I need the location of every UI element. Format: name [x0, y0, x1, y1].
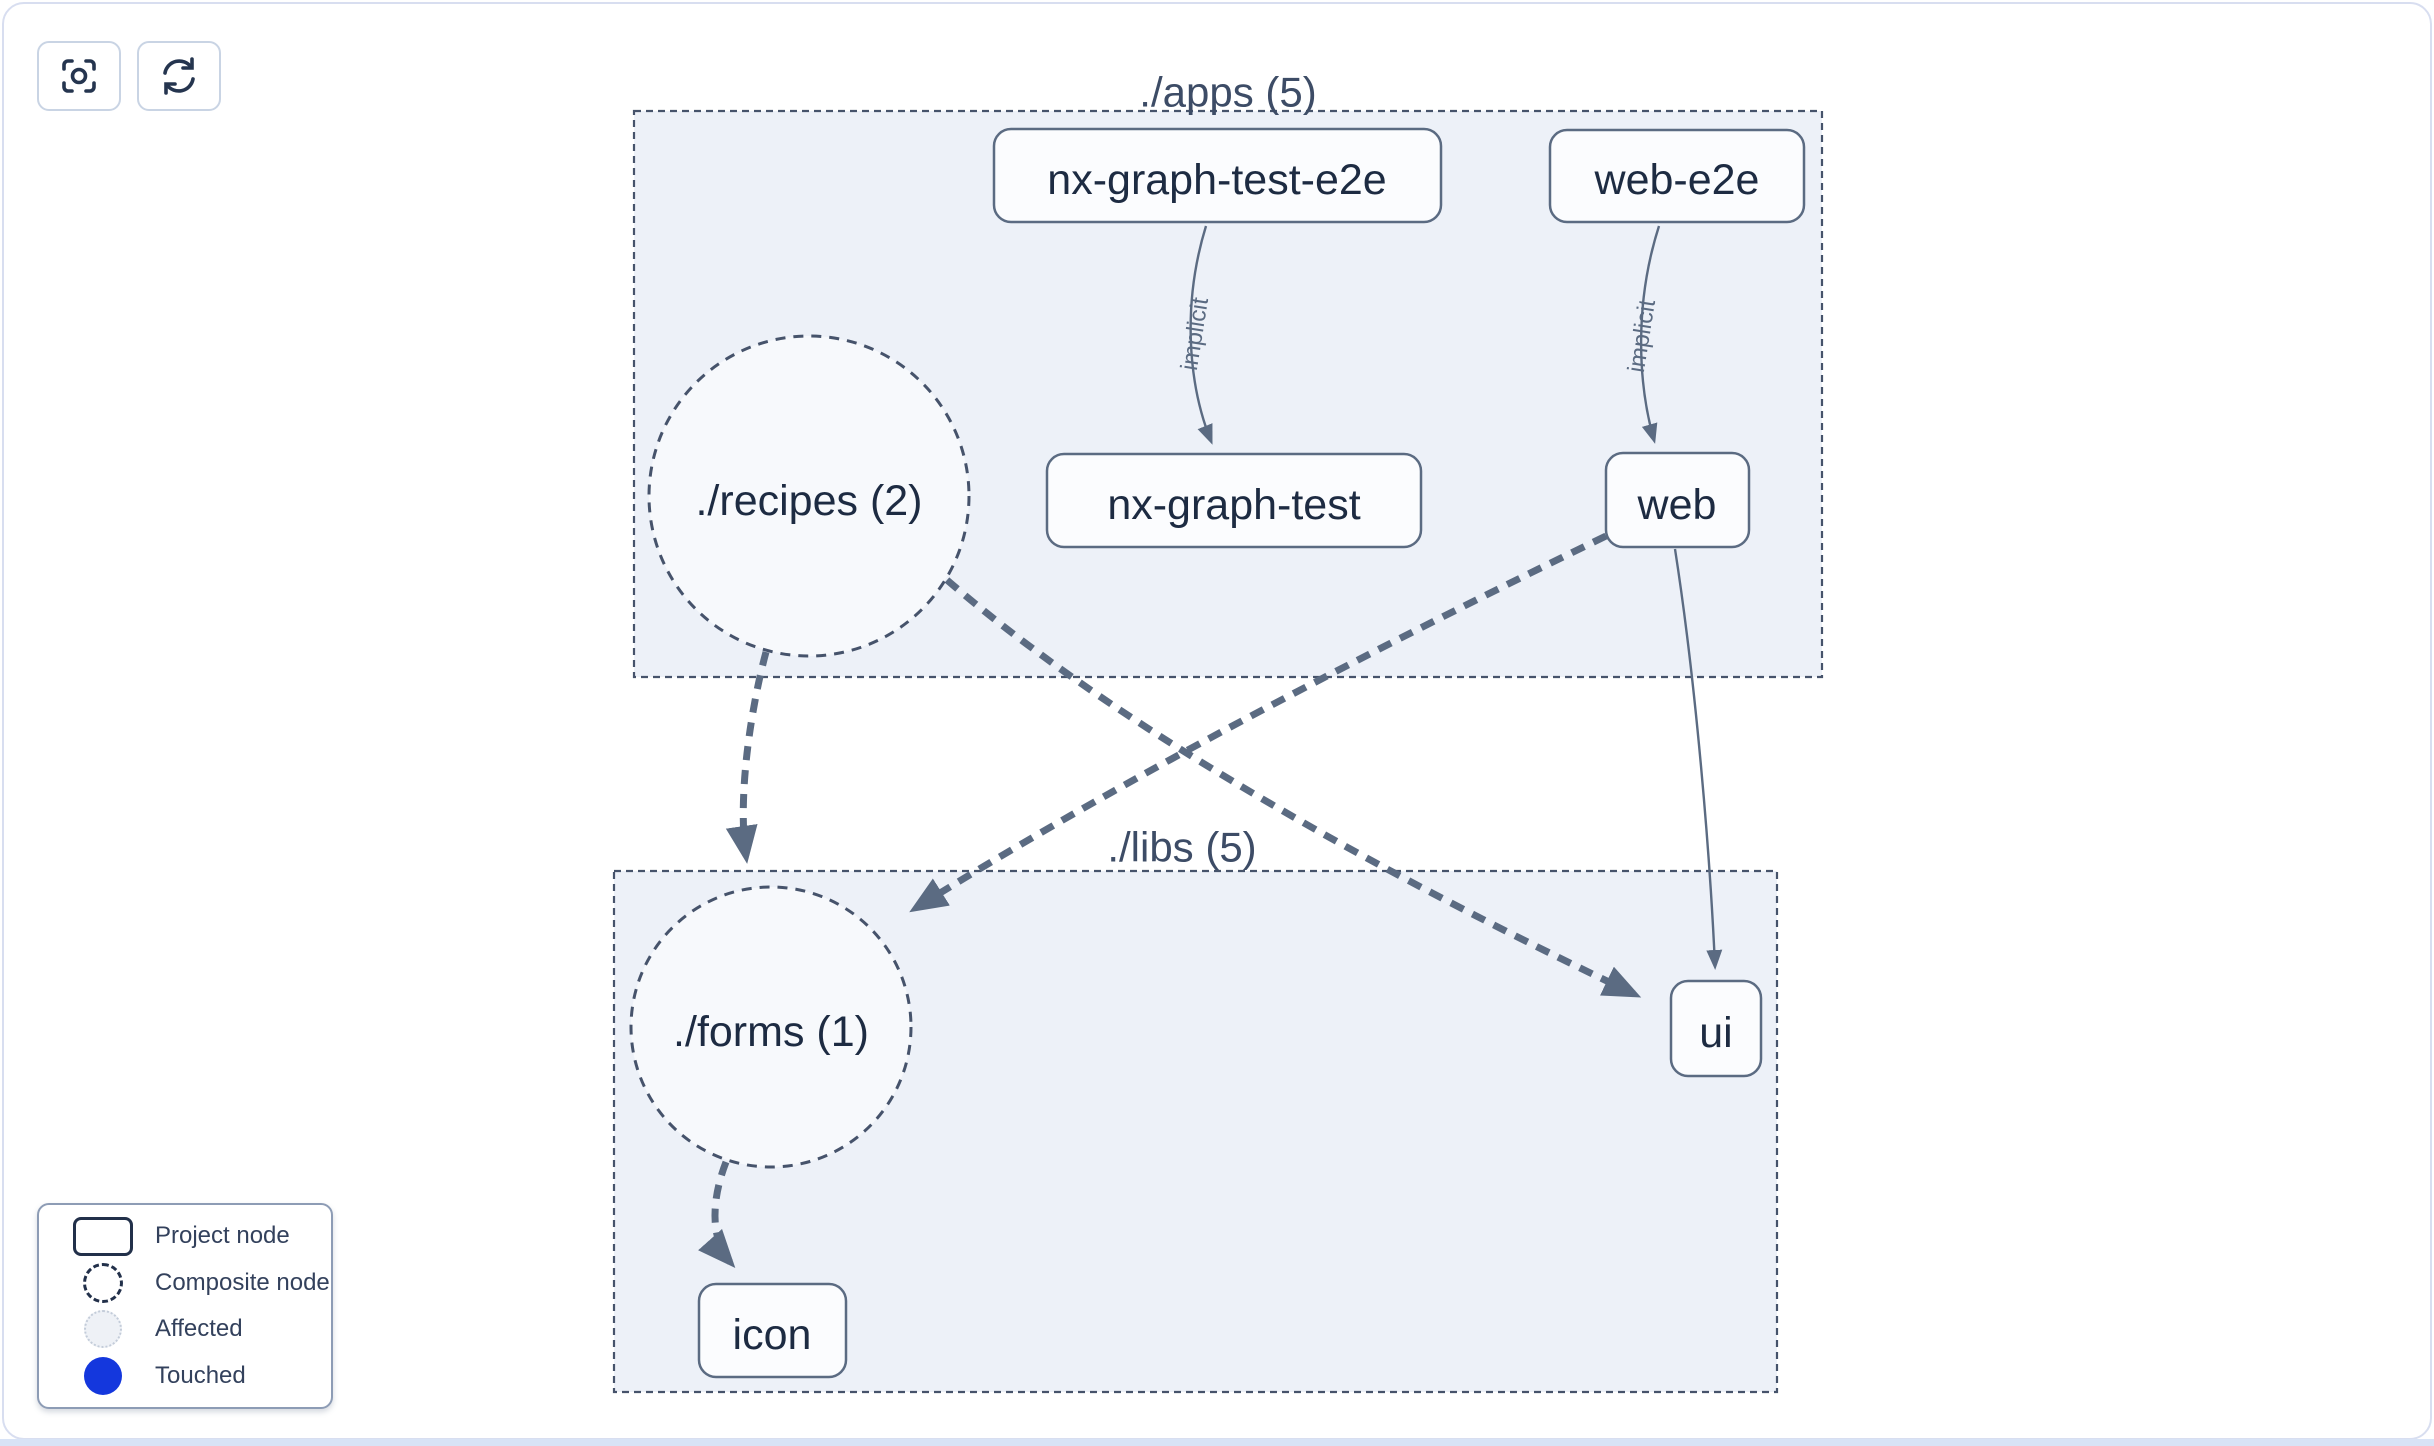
composite-node-recipes-label: ./recipes (2): [695, 477, 922, 525]
refresh-button[interactable]: [137, 41, 221, 111]
focus-button[interactable]: [37, 41, 121, 111]
dependency-graph: ./apps (5) ./libs (5) implicit implicit …: [612, 69, 1824, 1394]
group-libs-label: ./libs (5): [1107, 824, 1256, 871]
node-nx-graph-test[interactable]: nx-graph-test: [1045, 452, 1423, 549]
page-bottom-edge: [0, 1439, 2434, 1446]
project-node-swatch-icon: [73, 1216, 133, 1256]
composite-node-recipes[interactable]: ./recipes (2): [647, 334, 971, 658]
composite-node-forms-label: ./forms (1): [673, 1008, 869, 1056]
refresh-icon: [159, 56, 199, 96]
node-web-e2e-label: web-e2e: [1594, 156, 1760, 204]
node-ui-label: ui: [1699, 1009, 1732, 1057]
edge-web-e2e-to-web[interactable]: [1639, 225, 1661, 444]
legend-item-composite-node: Composite node: [39, 1260, 331, 1307]
edge-forms-to-icon[interactable]: [698, 1160, 736, 1268]
node-web-label: web: [1637, 481, 1717, 529]
edge-web-to-ui[interactable]: [1673, 548, 1723, 970]
legend-label: Composite node: [155, 1268, 330, 1296]
composite-node-swatch-icon: [83, 1262, 123, 1303]
node-nx-graph-test-e2e[interactable]: nx-graph-test-e2e: [992, 127, 1443, 224]
node-nx-graph-test-e2e-label: nx-graph-test-e2e: [1047, 156, 1386, 204]
node-icon[interactable]: icon: [697, 1282, 848, 1379]
legend-label: Affected: [155, 1315, 243, 1343]
legend-item-project-node: Project node: [39, 1213, 331, 1260]
legend-item-touched: Touched: [39, 1353, 331, 1400]
node-web-e2e[interactable]: web-e2e: [1548, 128, 1806, 224]
node-icon-label: icon: [733, 1311, 812, 1359]
group-apps-label: ./apps (5): [1139, 69, 1316, 116]
node-nx-graph-test-label: nx-graph-test: [1107, 481, 1360, 529]
edge-recipes-to-ui[interactable]: [944, 577, 1642, 998]
toolbar: [37, 41, 221, 111]
legend-label: Touched: [155, 1361, 246, 1389]
legend-item-affected: Affected: [39, 1306, 331, 1353]
composite-node-forms[interactable]: ./forms (1): [629, 885, 913, 1169]
edge-nx-graph-test-e2e-to-nx-graph-test[interactable]: [1189, 225, 1213, 445]
edge-recipes-to-forms[interactable]: [725, 651, 770, 864]
edge-web-to-forms[interactable]: [909, 532, 1608, 913]
touched-swatch-icon: [84, 1356, 122, 1395]
focus-icon: [59, 56, 99, 96]
legend: Project node Composite node Affected Tou…: [37, 1203, 333, 1409]
node-web[interactable]: web: [1604, 451, 1751, 549]
legend-label: Project node: [155, 1222, 290, 1250]
affected-swatch-icon: [84, 1310, 122, 1349]
node-ui[interactable]: ui: [1669, 979, 1763, 1078]
